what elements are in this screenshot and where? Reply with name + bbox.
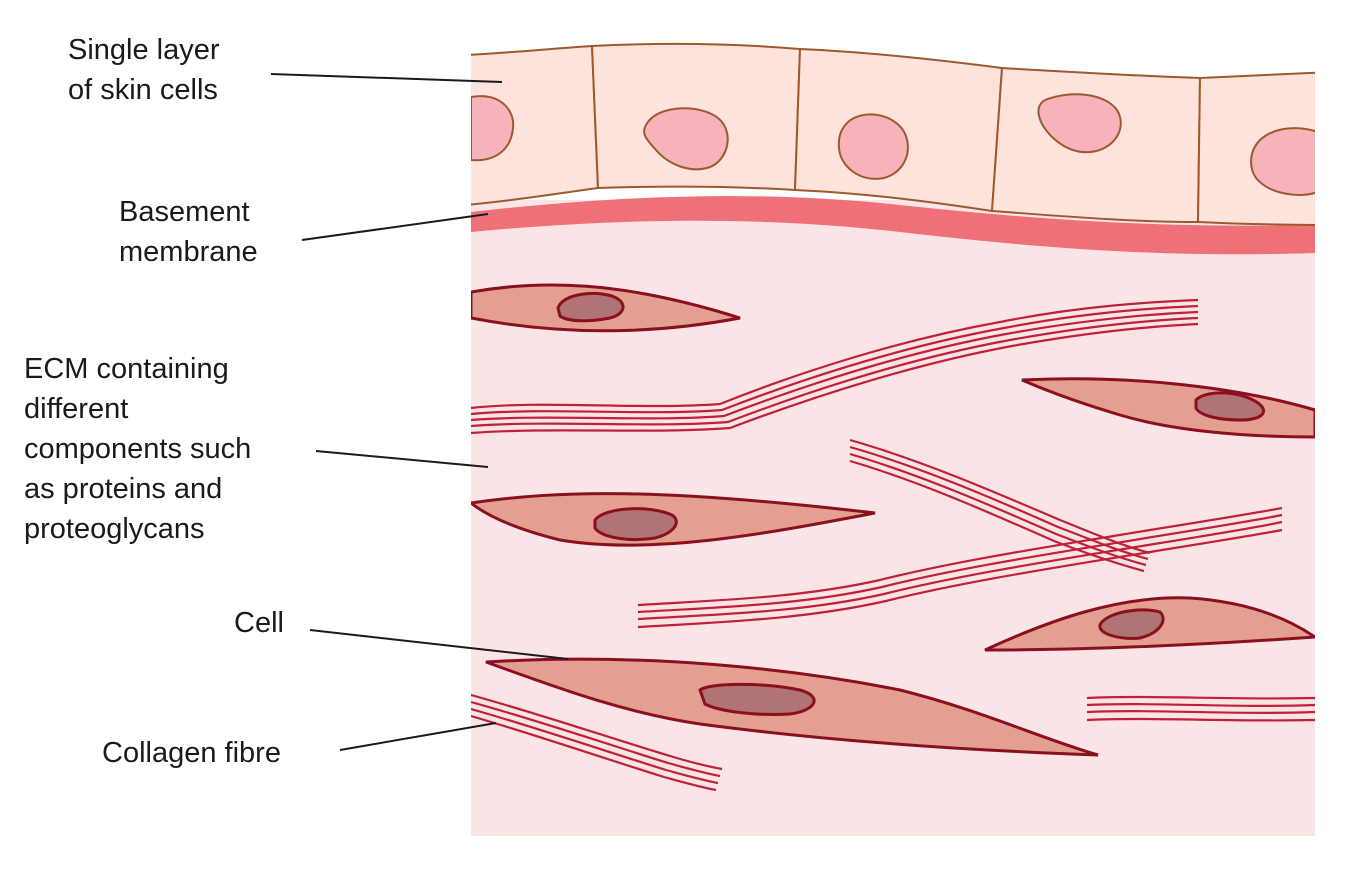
ecm-label: ECM containing different components such… <box>24 353 252 545</box>
collagen-fibre <box>637 506 1283 629</box>
skin-cell-nucleus <box>1250 127 1315 196</box>
ecm-cell-nucleus <box>1194 391 1265 422</box>
collagen-fibre <box>471 298 1199 435</box>
basement-membrane-label: Basement membrane <box>119 196 258 268</box>
collagen-fibre <box>1086 695 1315 722</box>
skin-cells-label: Single layer of skin cells <box>68 34 220 106</box>
collagen-fibres <box>471 298 1315 792</box>
ecm-leader <box>315 450 489 468</box>
collagen-fibre <box>849 438 1151 573</box>
skin-cell-nucleus <box>837 113 909 180</box>
ecm-cell <box>1021 377 1315 439</box>
basement-membrane-leader <box>301 213 489 241</box>
skin-cells-leader <box>270 73 503 83</box>
collagen-fibre <box>471 693 723 792</box>
skin-cell-nucleus <box>643 107 729 171</box>
ecm-cell-nucleus <box>1098 608 1165 640</box>
basement-membrane <box>471 196 1315 255</box>
ecm-cell-nuclei <box>556 292 1265 716</box>
ecm-cell-nucleus <box>698 682 816 716</box>
cell-label: Cell <box>234 607 284 639</box>
skin-cell-nucleus <box>1037 93 1122 154</box>
ecm-cell-nucleus <box>556 292 625 323</box>
collagen-leader <box>339 722 497 751</box>
collagen-fibre-label: Collagen fibre <box>102 737 281 769</box>
cell-leader <box>309 629 569 660</box>
skin-cell-nuclei <box>471 93 1315 196</box>
skin-cell-nucleus <box>471 95 515 162</box>
leader-lines <box>270 73 569 751</box>
ecm-cell-nucleus <box>593 507 678 542</box>
